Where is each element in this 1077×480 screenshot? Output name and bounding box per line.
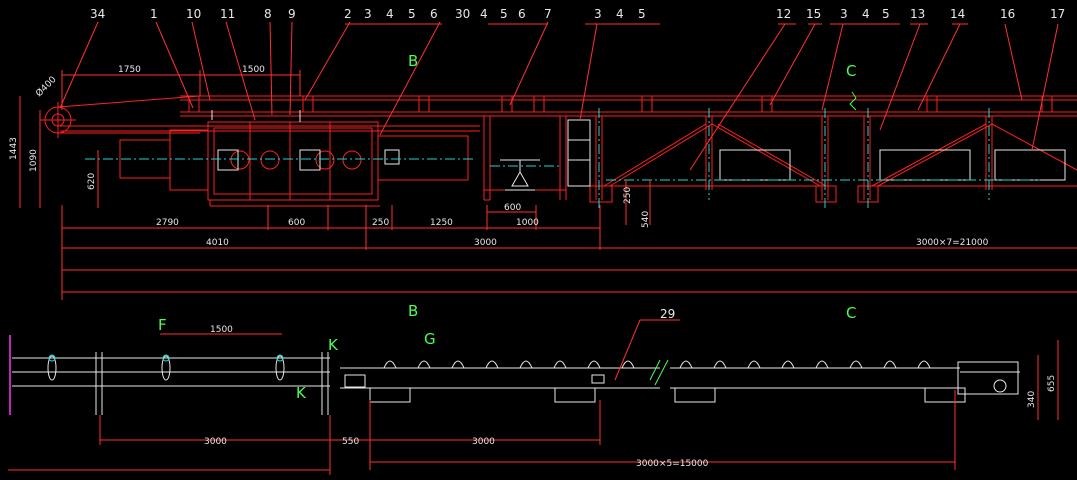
dim-600: 600 <box>288 218 305 228</box>
section-mark-g: G <box>424 330 436 348</box>
break-lines <box>849 91 857 111</box>
top-elevation-structure <box>40 91 1077 207</box>
balloon-14: 14 <box>950 7 965 21</box>
belt-body <box>340 360 1020 403</box>
balloon-3b: 3 <box>594 7 602 21</box>
drive-detail-white <box>211 110 400 171</box>
dim-620: 620 <box>87 173 97 190</box>
bottom-break <box>649 359 669 386</box>
dim-250-vertical: 250 <box>623 187 633 204</box>
balloon-12: 12 <box>776 7 791 21</box>
section-mark-b-top: B <box>408 52 418 70</box>
balloon-10: 10 <box>186 7 201 21</box>
balloon-15: 15 <box>806 7 821 21</box>
head-pulley <box>40 95 201 138</box>
idler-uprights <box>188 95 1053 113</box>
dim-1750: 1750 <box>118 65 141 75</box>
balloon-4: 4 <box>386 7 394 21</box>
top-dimension-lines <box>19 21 1077 300</box>
section-mark-b-bottom: B <box>408 302 418 320</box>
dim-3000: 3000 <box>474 238 497 248</box>
dim-1000: 1000 <box>516 218 539 228</box>
balloon-2: 2 <box>344 7 352 21</box>
dim-540: 540 <box>641 211 651 228</box>
dim-3000x5: 3000×5=15000 <box>636 459 709 469</box>
dim-1090: 1090 <box>29 149 39 172</box>
dim-4010: 4010 <box>206 238 229 248</box>
middle-frames <box>483 116 1077 203</box>
balloon-9: 9 <box>288 7 296 21</box>
balloon-7: 7 <box>544 7 552 21</box>
dim-1443: 1443 <box>9 137 19 160</box>
balloon-labels: 34 1 10 11 8 9 2 3 4 5 6 30 4 5 6 7 3 4 … <box>90 7 1065 321</box>
balloon-30: 30 <box>455 7 470 21</box>
dim-340: 340 <box>1027 391 1037 408</box>
balloon-34: 34 <box>90 7 105 21</box>
balloon-5b: 5 <box>500 7 508 21</box>
dim-1500-bottom: 1500 <box>210 325 233 335</box>
centerlines <box>85 108 1040 210</box>
section-mark-c-top: C <box>846 62 856 80</box>
dim-1500: 1500 <box>242 65 265 75</box>
diameter-label: Ø400 <box>34 74 59 99</box>
balloon-16: 16 <box>1000 7 1015 21</box>
section-marks: B C B C F G K K <box>158 52 856 402</box>
balloon-11: 11 <box>220 7 235 21</box>
dim-655: 655 <box>1047 375 1057 392</box>
dim-250: 250 <box>372 218 389 228</box>
dimension-texts: Ø400 1750 1500 1443 1090 620 250 540 279… <box>9 65 1057 469</box>
balloon-3c: 3 <box>840 7 848 21</box>
bottom-elevation-structure <box>8 319 1059 475</box>
balloon-5c: 5 <box>638 7 646 21</box>
balloon-13: 13 <box>910 7 925 21</box>
tail-section <box>12 352 330 415</box>
balloon-4d: 4 <box>862 7 870 21</box>
balloon-1: 1 <box>150 7 158 21</box>
balloon-3: 3 <box>364 7 372 21</box>
balloon-5: 5 <box>408 7 416 21</box>
dim-2790: 2790 <box>156 218 179 228</box>
balloon-4c: 4 <box>616 7 624 21</box>
section-mark-c-bottom: C <box>846 304 856 322</box>
balloon-8: 8 <box>264 7 272 21</box>
balloon-6b: 6 <box>518 7 526 21</box>
bottom-dimension-lines <box>8 319 1059 475</box>
balloon-4b: 4 <box>480 7 488 21</box>
dim-600b: 600 <box>504 203 521 213</box>
balloon-5d: 5 <box>882 7 890 21</box>
dim-1250: 1250 <box>430 218 453 228</box>
section-mark-k-top: K <box>328 336 339 354</box>
balloon-29: 29 <box>660 307 675 321</box>
dim-3000x7: 3000×7=21000 <box>916 238 989 248</box>
drive-frame <box>119 121 469 207</box>
balloon-17: 17 <box>1050 7 1065 21</box>
section-mark-k-bottom: K <box>296 384 307 402</box>
dim-550: 550 <box>342 437 359 447</box>
dim-3000-bottom: 3000 <box>204 437 227 447</box>
tail-markers <box>48 354 284 362</box>
balloon-6: 6 <box>430 7 438 21</box>
section-mark-f: F <box>158 316 167 334</box>
dim-3000-bottom-b: 3000 <box>472 437 495 447</box>
